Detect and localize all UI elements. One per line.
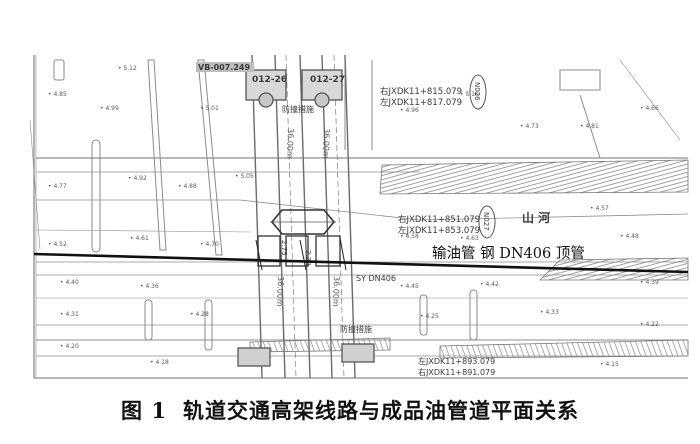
svg-text:• 4.66: • 4.66 <box>640 105 659 112</box>
svg-text:• 4.33: • 4.33 <box>540 309 559 316</box>
svg-text:• 4.39: • 4.39 <box>640 279 659 286</box>
svg-text:• 4.18: • 4.18 <box>150 359 169 366</box>
svg-text:• 5.05: • 5.05 <box>235 173 254 180</box>
road-width-left: 36.00m <box>285 128 295 159</box>
survey-circle-top <box>469 74 487 110</box>
svg-text:• 4.73: • 4.73 <box>520 123 539 130</box>
lane-strips <box>29 59 681 351</box>
chainage-bottom-2: 右JXDK11+891.079 <box>418 367 495 377</box>
survey-circle-mid-label: N027 <box>482 212 490 231</box>
svg-text:• 4.77: • 4.77 <box>48 183 67 190</box>
figure-number: 图 1 <box>121 398 167 423</box>
viaduct-corridor <box>251 54 356 379</box>
chainage-bottom-1: 左JXDK11+893.079 <box>418 356 495 366</box>
svg-text:• 4.88: • 4.88 <box>178 183 197 190</box>
svg-text:• 5.01: • 5.01 <box>200 105 219 112</box>
svg-text:• 4.96: • 4.96 <box>400 107 419 114</box>
river-label: 山 河 <box>522 210 550 225</box>
svg-text:• 4.57: • 4.57 <box>590 205 609 212</box>
bridge-piers <box>237 69 375 367</box>
chainage-top-2: 左JXDK11+817.079 <box>380 97 462 108</box>
svg-text:• 4.85: • 4.85 <box>48 91 67 98</box>
svg-text:• 4.48: • 4.48 <box>620 233 639 240</box>
svg-text:• 4.36: • 4.36 <box>140 283 159 290</box>
chainage-mid-2: 左JXDK11+853.079 <box>398 225 480 236</box>
svg-text:• 4.92: • 4.92 <box>128 175 147 182</box>
dimension-label-2: 2.20 <box>304 250 312 266</box>
svg-text:• 4.58: • 4.58 <box>400 233 419 240</box>
svg-text:• 4.99: • 4.99 <box>100 105 119 112</box>
dimension-label-1: 2.75 <box>280 240 288 256</box>
figure-title: 轨道交通高架线路与成品油管道平面关系 <box>182 398 579 423</box>
road-width-right-lower: 36.00m <box>331 276 341 307</box>
pipeline-label: 输油管 钢 DN406 顶管 <box>432 245 585 262</box>
svg-text:• 5.10: • 5.10 <box>460 91 479 98</box>
station-label: VB-007.249 <box>198 63 250 72</box>
chainage-mid-1: 右JXDK11+851.079 <box>398 214 480 225</box>
svg-text:• 4.52: • 4.52 <box>48 241 67 248</box>
svg-text:• 4.81: • 4.81 <box>580 123 599 130</box>
svg-text:• 5.12: • 5.12 <box>118 65 137 72</box>
figure-caption: 图 1 轨道交通高架线路与成品油管道平面关系 <box>0 395 700 425</box>
station-label-box <box>196 62 254 72</box>
chainage-top-1: 右JXDK11+815.079 <box>380 86 462 97</box>
svg-text:• 4.20: • 4.20 <box>60 343 79 350</box>
pipeline-small-label: SY DN406 <box>356 274 396 283</box>
svg-text:• 4.70: • 4.70 <box>200 241 219 248</box>
oil-pipeline-line <box>33 252 689 274</box>
svg-text:• 4.42: • 4.42 <box>480 281 499 288</box>
protection-note-top: 防撞措施 <box>282 104 314 114</box>
road-width-right: 36.00m <box>321 128 331 159</box>
protection-note-bottom: 防撞措施 <box>340 324 372 334</box>
svg-text:• 4.15: • 4.15 <box>600 361 619 368</box>
elevation-marks: • 4.85 • 5.12 • 5.01 • 4.77 • 4.92 • 4.88 • … <box>48 65 659 368</box>
svg-text:• 4.31: • 4.31 <box>60 311 79 318</box>
svg-text:• 4.63: • 4.63 <box>460 235 479 242</box>
survey-circle-top-label: N026 <box>473 82 481 101</box>
svg-text:• 4.61: • 4.61 <box>130 235 149 242</box>
drawing-frame <box>33 55 688 379</box>
svg-text:• 4.45: • 4.45 <box>400 283 419 290</box>
svg-text:• 4.25: • 4.25 <box>420 313 439 320</box>
pier-label-right: 012-27 <box>310 75 345 85</box>
svg-text:• 4.28: • 4.28 <box>190 311 209 318</box>
road-width-left-lower: 36.00m <box>275 276 285 307</box>
survey-circle-mid <box>478 205 496 239</box>
svg-text:• 4.22: • 4.22 <box>640 321 659 328</box>
pier-label-left: 012-26 <box>252 75 287 85</box>
svg-text:• 4.40: • 4.40 <box>60 279 79 286</box>
